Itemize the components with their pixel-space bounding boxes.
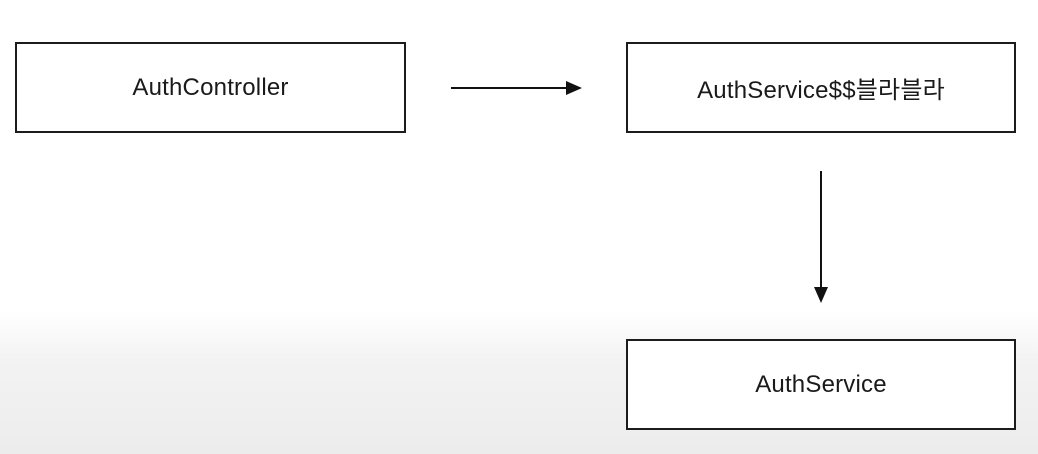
node-auth-controller: AuthController <box>15 42 406 133</box>
node-auth-service: AuthService <box>626 339 1016 430</box>
arrowhead-down-icon <box>814 287 828 303</box>
node-label-auth-controller: AuthController <box>132 73 289 101</box>
node-auth-service-proxy: AuthService$$블라블라 <box>626 42 1016 133</box>
node-label-auth-service: AuthService <box>755 370 887 398</box>
edge-proxy-to-service <box>814 171 828 303</box>
node-label-auth-service-proxy: AuthService$$블라블라 <box>697 77 945 104</box>
edge-controller-to-proxy <box>451 81 582 95</box>
arrowhead-right-icon <box>566 81 582 95</box>
